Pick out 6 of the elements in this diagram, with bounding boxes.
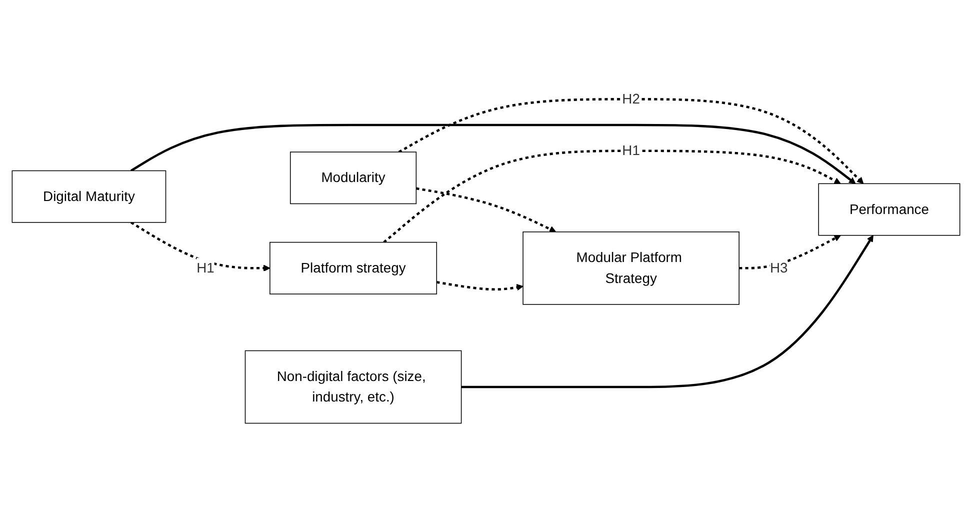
process-box: Non-digital factors (size, industry, etc.): [244, 350, 462, 424]
process-box: Performance: [818, 183, 960, 236]
process-box: Platform strategy: [270, 242, 438, 294]
process-box: Digital Maturity: [12, 170, 166, 223]
process-box: Modular Platform Strategy: [522, 232, 740, 305]
process-box: Modularity: [290, 152, 417, 204]
